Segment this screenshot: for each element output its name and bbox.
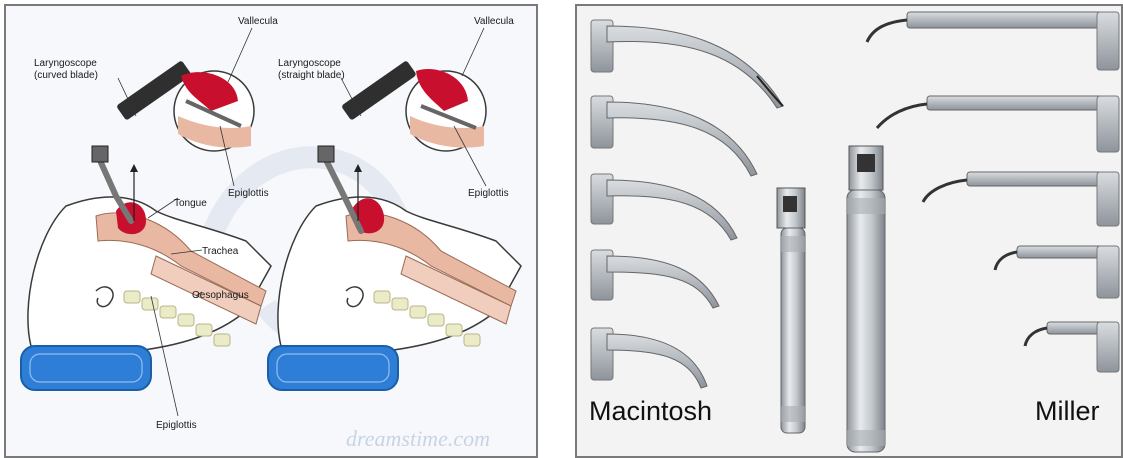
label-epiglottis-inset-1: Epiglottis [228,188,269,199]
inset-circle-curved [174,71,254,151]
label-macintosh: Macintosh [589,396,712,426]
miller-blades [867,12,1119,372]
label-laryngoscope-curved-line1: Laryngoscope [34,58,97,69]
macintosh-blades [591,20,783,388]
laryngoscope-blades-photo: Macintosh Miller [577,6,1121,456]
macintosh-blade-5 [591,328,707,388]
label-vallecula-2: Vallecula [474,16,514,27]
macintosh-blade-4 [591,250,719,308]
label-tongue: Tongue [174,198,207,209]
label-trachea: Trachea [202,246,239,257]
pillow-curved [21,346,151,390]
intubation-diagram: Laryngoscope (curved blade) Vallecula Ep… [6,6,536,456]
label-epiglottis-inset-2: Epiglottis [468,188,509,199]
handle-large [847,146,885,452]
miller-blade-5 [1025,322,1119,372]
miller-blade-4 [995,246,1119,298]
macintosh-blade-2 [591,96,757,176]
label-epiglottis-bottom: Epiglottis [156,420,197,431]
handle-small [777,188,805,433]
miller-blade-2 [877,96,1119,152]
label-laryngoscope-straight-line1: Laryngoscope [278,58,341,69]
label-oesophagus: Oesophagus [192,290,249,301]
intubation-diagram-panel: Laryngoscope (curved blade) Vallecula Ep… [4,4,538,458]
pillow-straight [268,346,398,390]
miller-blade-3 [923,172,1119,226]
label-vallecula-1: Vallecula [238,16,278,27]
label-laryngoscope-straight-line2: (straight blade) [278,70,345,81]
label-laryngoscope-curved-line2: (curved blade) [34,70,98,81]
macintosh-blade-1 [591,20,783,108]
miller-blade-1 [867,12,1119,70]
laryngoscope-blades-panel: Macintosh Miller [575,4,1123,458]
watermark: dreamstime.com [346,426,490,451]
label-miller: Miller [1035,396,1100,426]
inset-circle-straight [406,69,486,151]
macintosh-blade-3 [591,174,737,240]
